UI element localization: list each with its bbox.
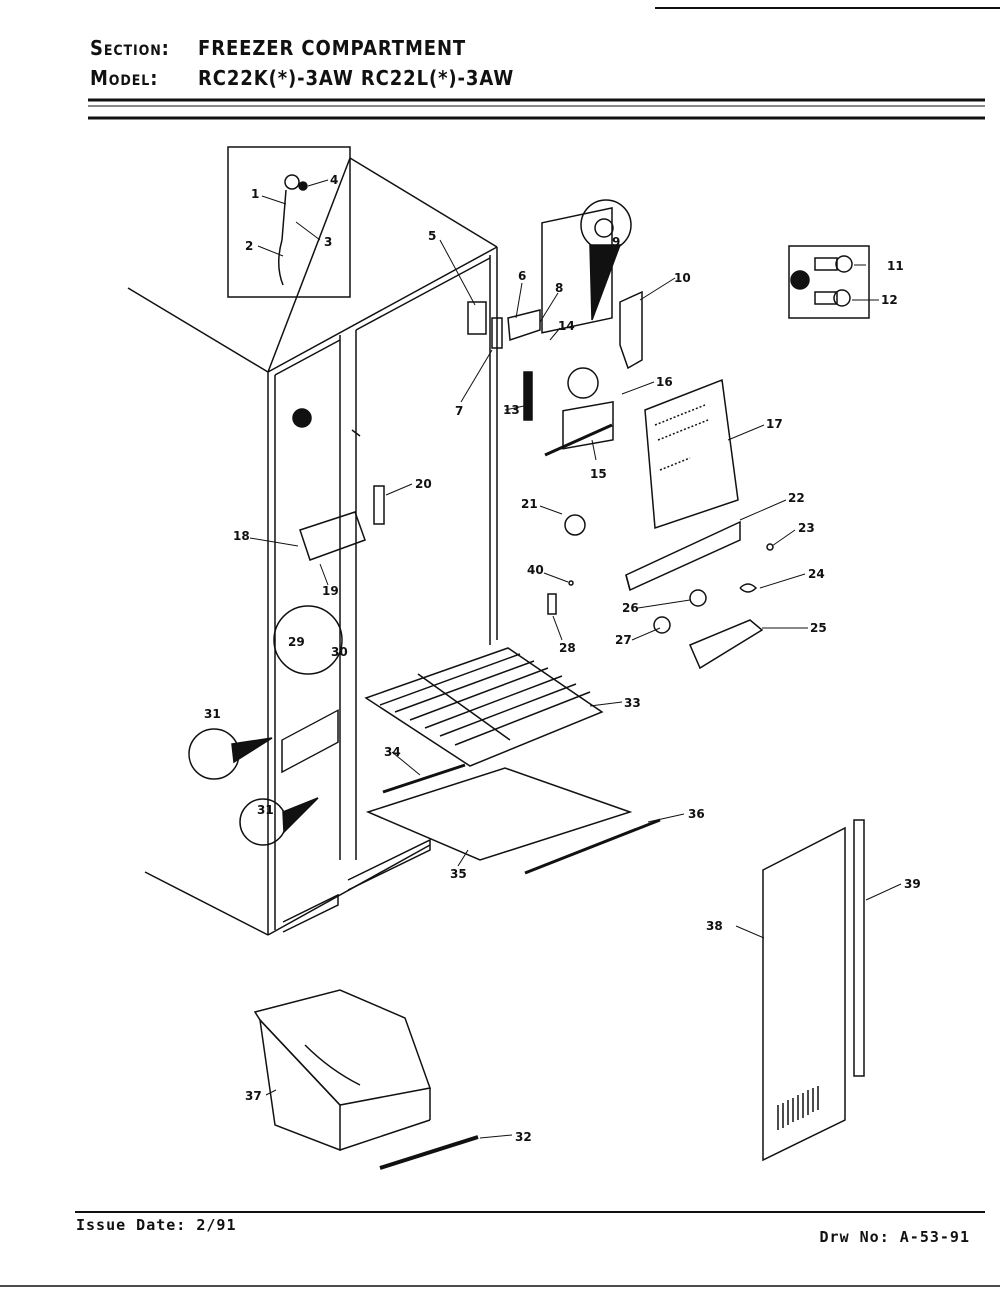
callout-31b: 31 xyxy=(257,803,274,817)
leader-lines xyxy=(249,179,902,1139)
callout-24: 24 xyxy=(808,567,825,581)
section-title: FREEZER COMPARTMENT xyxy=(198,36,467,60)
detail-29-30-callout xyxy=(273,605,343,675)
callout-12: 12 xyxy=(881,293,898,307)
callout-36: 36 xyxy=(688,807,705,821)
callout-14: 14 xyxy=(558,319,575,333)
callout-11: 11 xyxy=(887,259,904,273)
callout-25: 25 xyxy=(810,621,827,635)
callout-15: 15 xyxy=(590,467,607,481)
trim-strip xyxy=(853,819,865,1077)
callout-22: 22 xyxy=(788,491,805,505)
callout-37: 37 xyxy=(245,1089,262,1103)
callout-7: 7 xyxy=(455,404,463,418)
ice-bucket xyxy=(253,989,432,1152)
callout-2: 2 xyxy=(245,239,253,253)
issue-date: Issue Date: 2/91 xyxy=(76,1216,237,1234)
callout-34: 34 xyxy=(384,745,401,759)
callout-8: 8 xyxy=(555,281,563,295)
barcode-label xyxy=(777,1086,819,1130)
freezer-cabinet xyxy=(127,157,498,936)
mounting-channel xyxy=(625,520,741,592)
clip-24 xyxy=(739,583,758,593)
bucket-rail xyxy=(379,1135,479,1170)
callout-4: 4 xyxy=(330,173,338,187)
bracket-18 xyxy=(299,511,366,561)
detail-9-callout xyxy=(580,199,632,321)
section-heading: Section: FREEZER COMPARTMENT xyxy=(90,36,466,60)
detail-inset-box xyxy=(227,146,351,298)
callout-17: 17 xyxy=(766,417,783,431)
model-heading: Model: RC22K(*)-3AW RC22L(*)-3AW xyxy=(90,66,514,90)
callout-26: 26 xyxy=(622,601,639,615)
detail-31-callout xyxy=(188,728,240,780)
callout-18: 18 xyxy=(233,529,250,543)
callout-labels: 1 2 3 4 5 6 7 8 9 10 11 12 13 14 15 16 1… xyxy=(204,173,921,1144)
section-label: Section: xyxy=(90,36,170,60)
callout-6: 6 xyxy=(518,269,526,283)
callout-16: 16 xyxy=(656,375,673,389)
callout-21: 21 xyxy=(521,497,538,511)
detail-11-12-box xyxy=(788,245,870,319)
callout-31: 31 xyxy=(204,707,221,721)
wire-shelf xyxy=(364,647,604,767)
callout-38: 38 xyxy=(706,919,723,933)
callout-33: 33 xyxy=(624,696,641,710)
fan-motor xyxy=(562,401,614,536)
drawing-number: Drw No: A-53-91 xyxy=(819,1228,970,1246)
model-numbers: RC22K(*)-3AW RC22L(*)-3AW xyxy=(198,66,515,90)
callout-40: 40 xyxy=(527,563,544,577)
floor-panel xyxy=(365,767,633,861)
callout-32: 32 xyxy=(515,1130,532,1144)
callout-19: 19 xyxy=(322,584,339,598)
model-label: Model: xyxy=(90,66,159,90)
callout-28: 28 xyxy=(559,641,576,655)
callout-27: 27 xyxy=(615,633,632,647)
callout-1: 1 xyxy=(251,187,259,201)
evaporator-cover xyxy=(644,378,739,530)
callout-30: 30 xyxy=(331,645,348,659)
side-panel xyxy=(762,826,846,1162)
callout-13: 13 xyxy=(503,403,520,417)
callout-29: 29 xyxy=(288,635,305,649)
callout-9: 9 xyxy=(612,235,620,249)
callout-20: 20 xyxy=(415,477,432,491)
callout-35: 35 xyxy=(450,867,467,881)
callout-5: 5 xyxy=(428,229,436,243)
callout-3: 3 xyxy=(324,235,332,249)
callout-23: 23 xyxy=(798,521,815,535)
callout-39: 39 xyxy=(904,877,921,891)
heater-cover xyxy=(689,619,764,670)
callout-10: 10 xyxy=(674,271,691,285)
inset-parts xyxy=(278,174,308,286)
